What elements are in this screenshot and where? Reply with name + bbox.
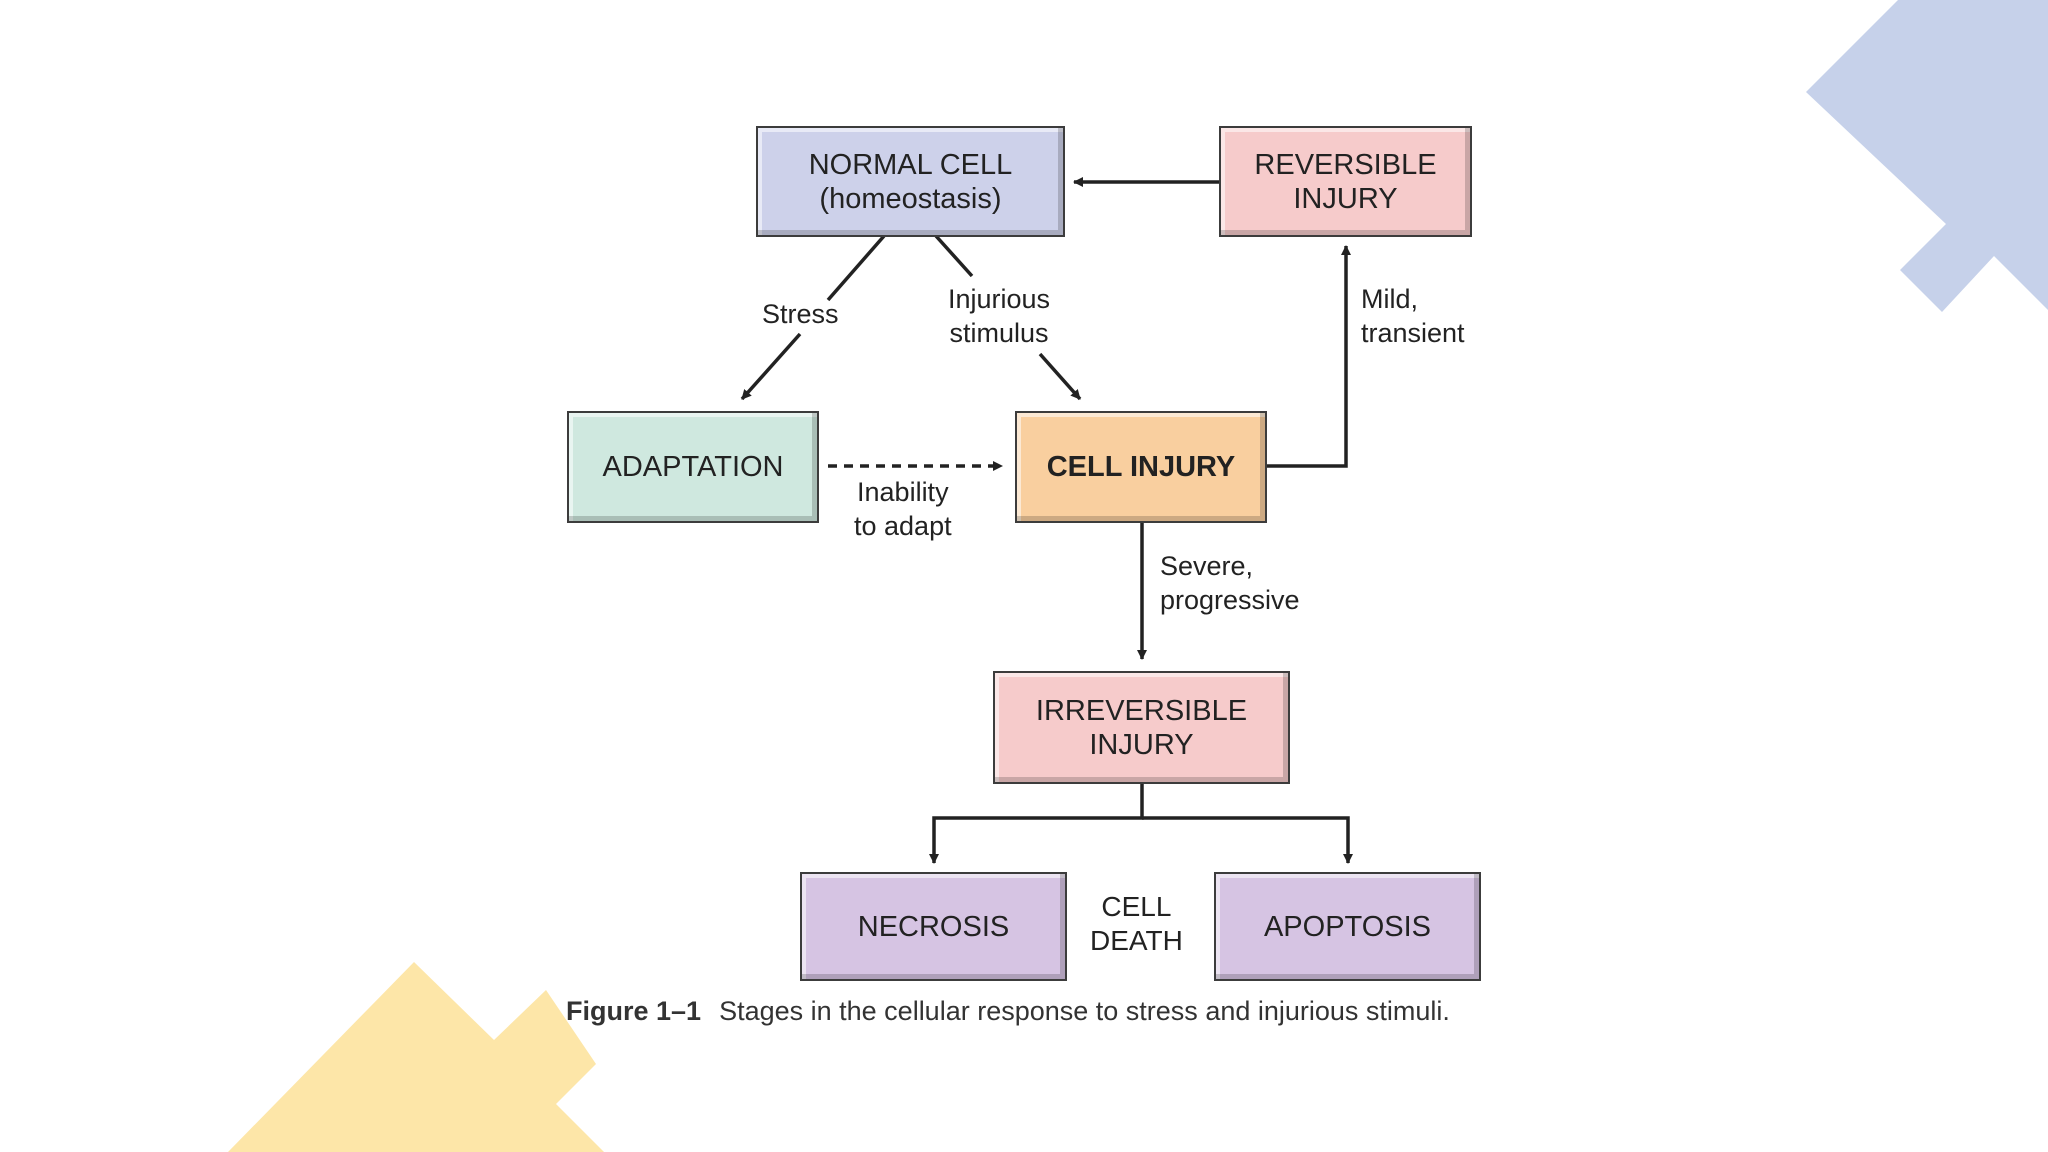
label-cell-death: CELL DEATH bbox=[1090, 891, 1183, 956]
node-apoptosis: APOPTOSIS bbox=[1214, 872, 1481, 981]
yellow-corner-shape bbox=[228, 962, 604, 1152]
edge-label-stress: Stress bbox=[762, 299, 839, 329]
node-necrosis: NECROSIS bbox=[800, 872, 1067, 981]
blue-corner-shape bbox=[1806, 0, 2048, 312]
edge-cell-injury-to-reversible bbox=[1266, 245, 1351, 468]
edge-irreversible-to-necrosis bbox=[929, 784, 1144, 864]
node-adaptation: ADAPTATION bbox=[567, 411, 819, 523]
figure-number: Figure 1–1 bbox=[566, 996, 702, 1026]
edge-stimulus-to-cell-injury bbox=[1038, 352, 1082, 401]
edge-label-mild-transient: Mild, transient bbox=[1361, 284, 1465, 348]
edge-normal-to-stress-upper bbox=[826, 234, 886, 302]
node-normal-cell: NORMAL CELL (homeostasis) bbox=[756, 126, 1065, 237]
edge-stress-to-adaptation bbox=[740, 332, 802, 401]
edge-irreversible-to-apoptosis bbox=[1142, 816, 1353, 864]
edge-label-severe-progressive: Severe, progressive bbox=[1160, 551, 1300, 615]
figure-caption-text: Stages in the cellular response to stres… bbox=[719, 996, 1450, 1026]
edge-label-injurious-stimulus: Injurious stimulus bbox=[948, 284, 1051, 348]
node-cell-injury: CELL INJURY bbox=[1015, 411, 1267, 523]
figure-caption: Figure 1–1 Stages in the cellular respons… bbox=[566, 996, 1450, 1027]
node-irreversible-injury: IRREVERSIBLE INJURY bbox=[993, 671, 1290, 784]
edge-normal-to-stimulus-upper bbox=[934, 234, 974, 278]
node-reversible-injury: REVERSIBLE INJURY bbox=[1219, 126, 1472, 237]
edge-label-inability-to-adapt: Inability to adapt bbox=[854, 477, 952, 541]
